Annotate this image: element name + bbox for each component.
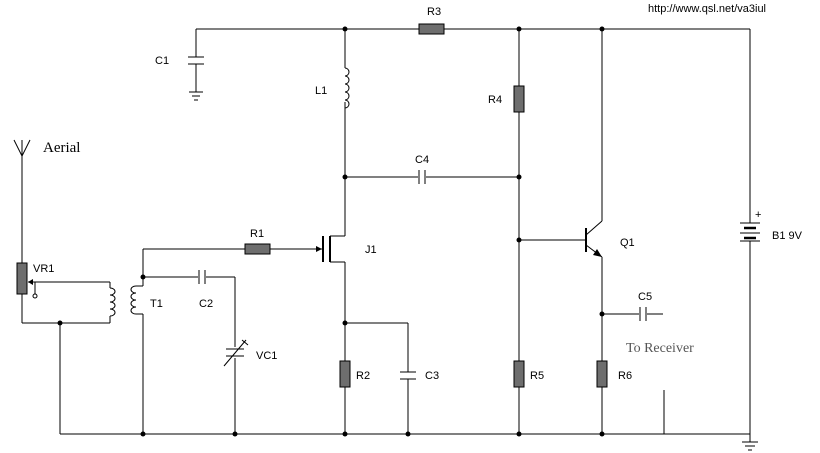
label-r3: R3 [427, 6, 441, 18]
label-l1: L1 [315, 85, 327, 97]
j1-jfet [322, 235, 345, 263]
source-url: http://www.qsl.net/va3iul [648, 3, 766, 15]
c2-capacitor [198, 270, 206, 284]
ground-icon [742, 441, 758, 451]
r6-resistor [596, 360, 608, 388]
label-t1: T1 [150, 298, 163, 310]
label-q1: Q1 [620, 237, 635, 249]
label-c3: C3 [425, 370, 439, 382]
label-c1: C1 [155, 55, 169, 67]
label-c4: C4 [415, 154, 429, 166]
c1-capacitor [188, 56, 204, 65]
r3-resistor [418, 23, 445, 35]
t1-transformer [109, 285, 137, 317]
ground-icon [189, 91, 203, 101]
junction-dots [57, 26, 605, 437]
l1-inductor [344, 67, 350, 109]
label-vc1: VC1 [256, 350, 277, 362]
label-aerial: Aerial [43, 140, 80, 156]
label-battery-plus: + [755, 209, 761, 221]
vc1-variable-capacitor [223, 339, 249, 367]
label-vr1: VR1 [33, 263, 54, 275]
label-j1: J1 [365, 244, 377, 256]
vr1-potentiometer [16, 262, 38, 299]
label-to-receiver: To Receiver [626, 341, 694, 356]
r5-resistor [513, 360, 525, 388]
label-r2: R2 [356, 370, 370, 382]
q1-transistor [585, 220, 603, 258]
wires [21, 28, 751, 442]
c5-capacitor [639, 307, 647, 321]
b1-battery [740, 222, 760, 242]
r1-resistor [244, 243, 271, 255]
label-c2: C2 [199, 298, 213, 310]
label-battery: B1 9V [772, 230, 803, 242]
label-r6: R6 [618, 370, 632, 382]
c3-capacitor [400, 371, 416, 380]
label-c5: C5 [638, 291, 652, 303]
r4-resistor [513, 85, 525, 113]
label-r1: R1 [250, 228, 264, 240]
antenna-icon [13, 139, 31, 157]
r2-resistor [339, 360, 351, 388]
label-r5: R5 [530, 370, 544, 382]
c4-capacitor [418, 170, 426, 184]
label-r4: R4 [488, 94, 502, 106]
